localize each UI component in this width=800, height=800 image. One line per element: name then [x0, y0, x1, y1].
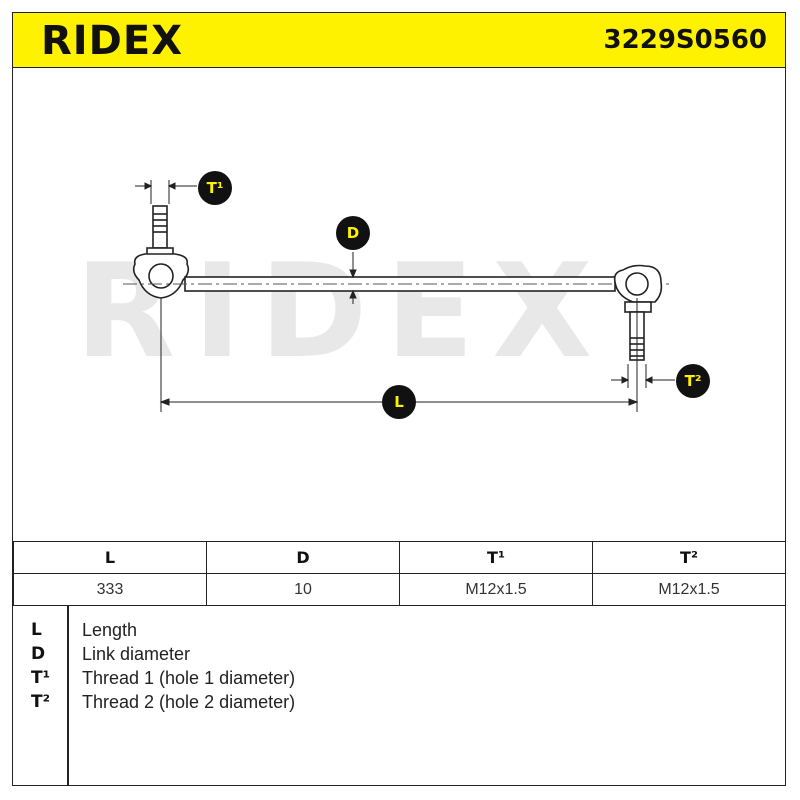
spec-value-t1: M12x1.5 — [399, 573, 593, 606]
left-ball-joint — [132, 205, 190, 299]
legend-key: L — [31, 620, 42, 640]
t1-dimension — [135, 180, 197, 204]
legend-row-t2: T² Thread 2 (hole 2 diameter) — [13, 692, 785, 716]
spec-header-t2: T² — [592, 541, 786, 574]
drawing-frame — [12, 12, 786, 786]
t2-dimension — [611, 364, 675, 388]
technical-drawing: RIDEX T¹ — [75, 171, 710, 419]
t1-badge-label: T¹ — [207, 179, 224, 197]
spec-value-d: 10 — [206, 573, 400, 606]
legend-text: Thread 1 (hole 1 diameter) — [82, 668, 296, 688]
part-number: 3229S0560 — [603, 25, 767, 55]
spec-value-l: 333 — [13, 573, 207, 606]
spec-table-header-row: L D T¹ T² — [13, 541, 786, 574]
d-badge: D — [336, 216, 370, 250]
legend-divider — [67, 606, 69, 785]
spec-table: L D T¹ T² 333 10 M12x1.5 M12x1.5 — [13, 541, 786, 606]
legend-row-d: D Link diameter — [13, 644, 785, 668]
t2-badge: T² — [676, 364, 710, 398]
spec-table-value-row: 333 10 M12x1.5 M12x1.5 — [13, 573, 786, 606]
d-dimension — [349, 252, 357, 304]
link-rod — [123, 276, 673, 292]
t1-badge: T¹ — [198, 171, 232, 205]
l-badge-label: L — [394, 393, 404, 411]
legend-key: T² — [31, 692, 51, 712]
legend-panel: L Length D Link diameter T¹ Thread 1 (ho… — [13, 606, 785, 785]
legend-row-t1: T¹ Thread 1 (hole 1 diameter) — [13, 668, 785, 692]
spec-header-l: L — [13, 541, 207, 574]
legend-key: D — [31, 644, 46, 664]
spec-value-t2: M12x1.5 — [592, 573, 786, 606]
d-badge-label: D — [347, 224, 359, 242]
legend-key: T¹ — [31, 668, 51, 688]
spec-header-t1: T¹ — [399, 541, 593, 574]
l-badge: L — [382, 385, 416, 419]
legend-text: Thread 2 (hole 2 diameter) — [82, 692, 296, 712]
legend-text: Link diameter — [82, 644, 191, 664]
legend-text: Length — [82, 620, 138, 640]
brand-logo: RIDEX — [41, 18, 184, 64]
t2-badge-label: T² — [685, 372, 702, 390]
spec-header-d: D — [206, 541, 400, 574]
header-bar: RIDEX 3229S0560 — [13, 13, 785, 68]
right-ball-joint — [613, 264, 663, 361]
legend-row-l: L Length — [13, 620, 785, 644]
